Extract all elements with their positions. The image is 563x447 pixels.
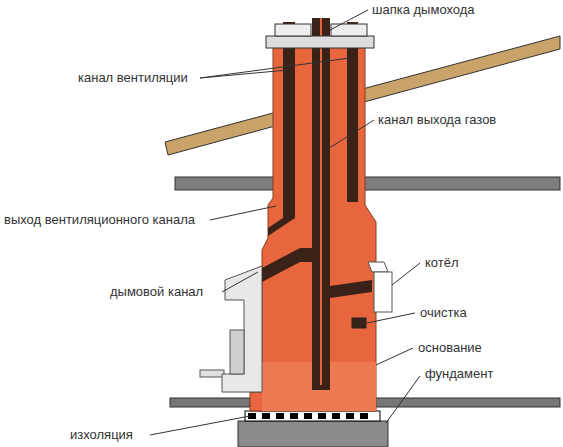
part-label: шапка дымохода [372,2,475,18]
chimney-cap [266,36,374,48]
floor-slab [170,398,250,407]
fireplace-jamb [230,330,244,374]
foundation [238,421,388,447]
shelf [200,370,224,377]
part-label: изхоляция [70,427,133,443]
fireplace [222,266,262,392]
vent-outlet [268,218,295,236]
chimney-cap [331,24,367,36]
boiler-flue [330,280,372,298]
insulation-hatch [248,413,368,419]
vent-channel [347,22,358,202]
chimney-cap [275,24,311,36]
channel-divider [320,18,322,385]
vent-channel [283,22,295,218]
part-label: основание [418,340,482,356]
part-label: очистка [420,305,467,321]
cleaning-door [352,318,366,328]
part-label: фундамент [425,366,493,382]
floor-slab [175,177,560,190]
part-label: выход вентиляционного канала [4,212,195,228]
part-label: дымовой канал [110,284,203,300]
part-label: канал вентиляции [78,70,188,86]
part-label: канал выхода газов [378,112,496,128]
smoke-channel [262,248,313,282]
insulation [245,411,380,421]
part-label: котёл [425,255,459,271]
gas-channel [312,18,330,390]
boiler-hood [368,262,388,272]
boiler [374,272,392,312]
